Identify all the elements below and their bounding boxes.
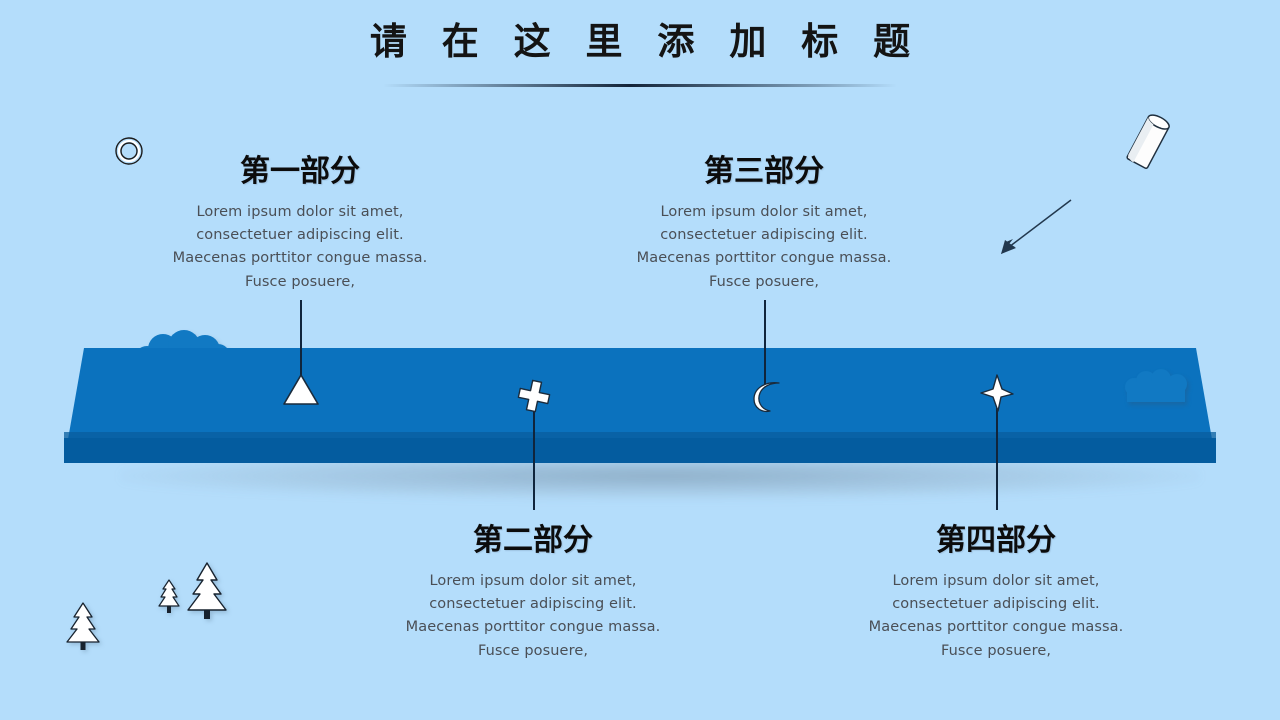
pine-tree-icon — [156, 578, 182, 619]
platform-top-face — [67, 348, 1213, 445]
section-body: Lorem ipsum dolor sit amet, consectetuer… — [636, 203, 892, 290]
connector-line-part-two — [533, 398, 535, 510]
section-body: Lorem ipsum dolor sit amet, consectetuer… — [172, 203, 428, 290]
connector-line-part-three — [764, 300, 766, 386]
connector-line-part-four — [996, 398, 998, 510]
bush-icon — [1125, 368, 1187, 404]
section-part-four: 第四部分 Lorem ipsum dolor sit amet, consect… — [866, 523, 1126, 663]
cylinder-icon — [1116, 108, 1178, 183]
section-title: 第三部分 — [704, 154, 824, 189]
four-point-star-icon[interactable] — [976, 372, 1016, 419]
platform-edge-highlight — [64, 432, 1216, 442]
section-part-two: 第二部分 Lorem ipsum dolor sit amet, consect… — [403, 523, 663, 663]
title-block: 请 在 这 里 添 加 标 题 — [0, 20, 1280, 63]
platform — [0, 320, 1280, 520]
section-title: 第四部分 — [936, 523, 1056, 558]
platform-front-face — [64, 438, 1216, 463]
section-body: Lorem ipsum dolor sit amet, consectetuer… — [405, 572, 661, 659]
crescent-moon-icon[interactable] — [746, 374, 786, 421]
page-title: 请 在 这 里 添 加 标 题 — [369, 20, 922, 63]
section-part-one: 第一部分 Lorem ipsum dolor sit amet, consect… — [170, 154, 430, 294]
double-ring-icon — [112, 134, 146, 173]
diagonal-arrow-icon — [995, 198, 1075, 265]
section-body: Lorem ipsum dolor sit amet, consectetuer… — [868, 572, 1124, 659]
cross-icon[interactable] — [514, 376, 554, 421]
triangle-icon[interactable] — [280, 372, 322, 413]
title-divider — [383, 84, 897, 87]
pine-tree-icon — [63, 600, 103, 657]
section-title: 第二部分 — [473, 523, 593, 558]
platform-shadow — [120, 460, 1200, 500]
section-title: 第一部分 — [240, 154, 360, 189]
section-part-three: 第三部分 Lorem ipsum dolor sit amet, consect… — [634, 154, 894, 294]
connector-line-part-one — [300, 300, 302, 386]
pine-tree-icon — [183, 560, 231, 627]
